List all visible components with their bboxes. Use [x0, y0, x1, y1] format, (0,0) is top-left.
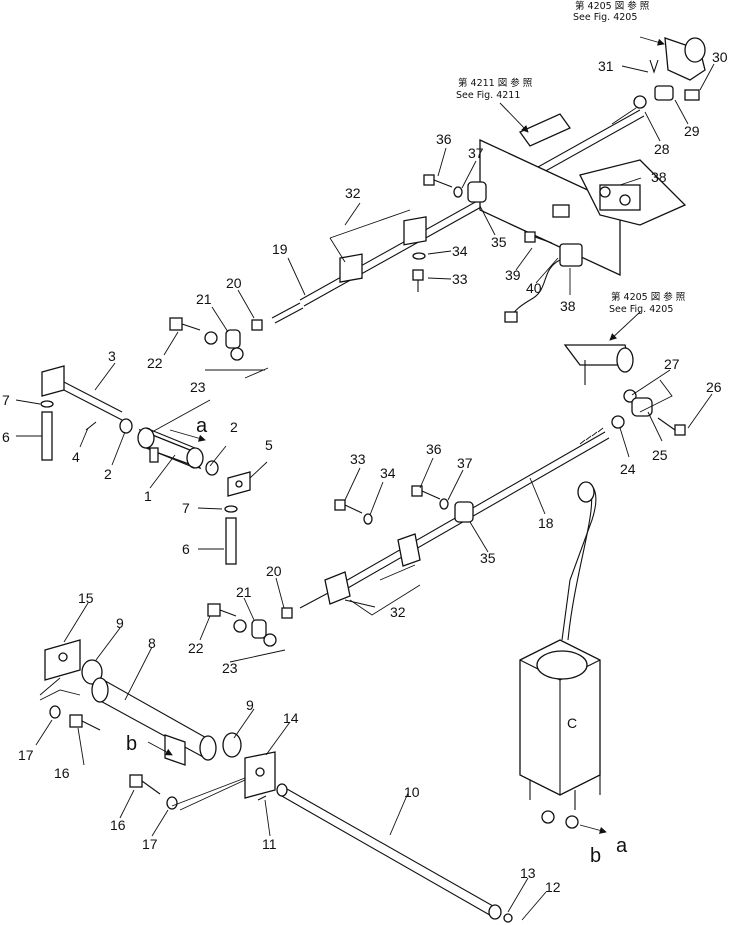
- plate-14: [244, 751, 276, 799]
- control-lever-box: [519, 481, 601, 829]
- view-markers: a b a b C: [126, 415, 628, 867]
- callout-28: 28: [654, 141, 670, 157]
- marker-c-box: C: [567, 715, 577, 731]
- ref-fig4205-mid-jp: 第 4205 図 参 照: [611, 291, 686, 303]
- bolt-39: [524, 231, 553, 244]
- fasteners-16-17-left: [49, 705, 178, 810]
- limit-switch: [504, 204, 583, 323]
- switch-bracket: [579, 159, 687, 226]
- ref-fig4205-mid-en: See Fig. 4205: [609, 304, 673, 315]
- callout-6-lower: 6: [182, 541, 190, 557]
- lower-rod-fasteners: [334, 485, 449, 525]
- callout-1: 1: [144, 488, 152, 504]
- callout-6-upper: 6: [2, 429, 10, 445]
- upper-rod-bracket-left: [339, 216, 427, 283]
- callout-33-lower: 33: [350, 451, 366, 467]
- callout-15: 15: [78, 590, 94, 606]
- marker-a-bottom: a: [616, 835, 628, 857]
- ref-fig4205-top-en: See Fig. 4205: [573, 12, 637, 23]
- callout-26: 26: [706, 379, 722, 395]
- bolts-6-7: [40, 400, 238, 565]
- callout-18: 18: [538, 515, 554, 531]
- callout-35-lower: 35: [480, 550, 496, 566]
- lower-rod-brackets: [324, 501, 474, 605]
- callout-23-lower: 23: [222, 660, 238, 676]
- callout-9-left: 9: [116, 615, 124, 631]
- callout-32-lower: 32: [390, 604, 406, 620]
- callout-21-upper: 21: [196, 291, 212, 307]
- callout-20-lower: 20: [266, 563, 282, 579]
- bolt-33-upper: [412, 252, 426, 292]
- callout-5: 5: [265, 437, 273, 453]
- part-numbers: 30 31 29 28 36 37 38 32 35 34 39 33 19 4…: [2, 49, 728, 895]
- clevis-21-upper: [204, 319, 263, 361]
- callout-8: 8: [148, 635, 156, 651]
- callout-16-left: 16: [54, 765, 70, 781]
- marker-a-top: a: [196, 415, 208, 437]
- callout-16-right: 16: [110, 817, 126, 833]
- callout-7-upper: 7: [2, 392, 10, 408]
- callout-31: 31: [598, 58, 614, 74]
- ref-fig4211-jp: 第 4211 図 参 照: [458, 77, 533, 89]
- callout-37-lower: 37: [457, 455, 473, 471]
- ref-fig4205-top-jp: 第 4205 図 参 照: [575, 0, 650, 12]
- callout-3: 3: [108, 348, 116, 364]
- lever-shaft-3: [41, 365, 133, 434]
- callout-17-right: 17: [142, 836, 158, 852]
- top-clevis-assembly: [633, 37, 706, 109]
- callout-19: 19: [272, 241, 288, 257]
- callout-38-upper: 38: [651, 169, 667, 185]
- group-outlines: [39, 209, 673, 807]
- callout-20-upper: 20: [226, 275, 242, 291]
- callout-35-upper: 35: [491, 234, 507, 250]
- callout-25: 25: [652, 447, 668, 463]
- callout-2-left: 2: [104, 466, 112, 482]
- callout-24: 24: [620, 461, 636, 477]
- callout-39: 39: [505, 267, 521, 283]
- ref-fig4211-en: See Fig. 4211: [456, 90, 520, 101]
- right-bracket-mid: [563, 344, 686, 436]
- callout-37-upper: 37: [468, 145, 484, 161]
- callout-33-upper: 33: [452, 271, 468, 287]
- callout-12: 12: [545, 879, 561, 895]
- reference-notes: 第 4205 図 参 照 See Fig. 4205 第 4211 図 参 照 …: [456, 0, 686, 315]
- bolt-36-upper: [423, 174, 487, 203]
- bushing-9-left: [81, 659, 103, 685]
- callout-38-lower: 38: [560, 298, 576, 314]
- callout-36-lower: 36: [426, 441, 442, 457]
- shaft-8: [91, 677, 242, 766]
- shaft-10: [257, 783, 513, 923]
- callout-29: 29: [684, 123, 700, 139]
- callout-21-lower: 21: [236, 584, 252, 600]
- callout-11: 11: [262, 836, 277, 852]
- callout-22-upper: 22: [147, 355, 163, 371]
- callout-27: 27: [664, 356, 680, 372]
- callout-22-lower: 22: [188, 640, 204, 656]
- pivot-tube-1: [137, 427, 219, 476]
- bolt-22-upper: [169, 317, 201, 331]
- callout-4: 4: [72, 449, 80, 465]
- callout-7-lower: 7: [182, 500, 190, 516]
- callout-2-right: 2: [230, 419, 238, 435]
- marker-b-left: b: [126, 733, 137, 755]
- callout-14: 14: [283, 710, 299, 726]
- callout-30: 30: [712, 49, 728, 65]
- callout-40: 40: [526, 280, 542, 296]
- callout-34-upper: 34: [452, 243, 468, 259]
- clevis-21-lower: [207, 603, 293, 647]
- callout-10: 10: [404, 784, 420, 800]
- leader-lines: [15, 36, 715, 921]
- callout-34-lower: 34: [380, 465, 396, 481]
- marker-b-bottom: b: [590, 845, 601, 867]
- callout-36-upper: 36: [436, 131, 452, 147]
- callout-32-upper: 32: [345, 185, 361, 201]
- block-5: [227, 471, 251, 497]
- callout-23-upper: 23: [190, 379, 206, 395]
- plate-15: [44, 639, 81, 681]
- callout-9-right: 9: [246, 697, 254, 713]
- callout-17-left: 17: [18, 747, 34, 763]
- callout-13: 13: [520, 865, 536, 881]
